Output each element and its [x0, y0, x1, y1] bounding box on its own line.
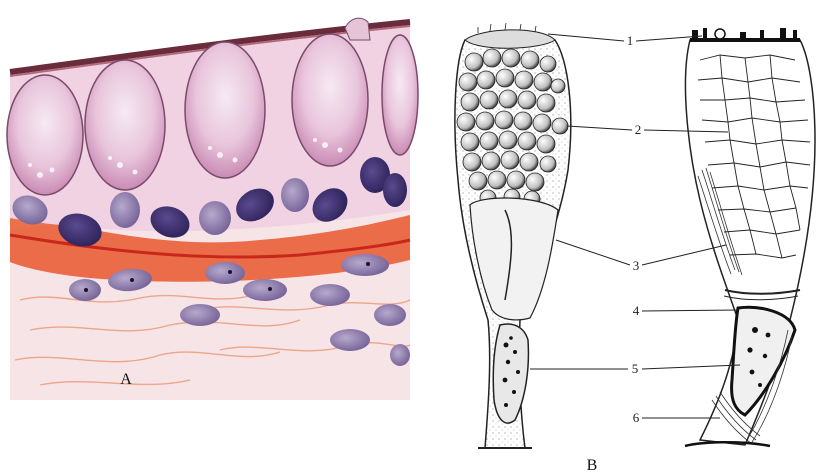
panel-b-goblet-cell-right	[685, 28, 815, 446]
panel-a-illustration	[7, 18, 418, 400]
callout-2: 2	[635, 122, 642, 137]
callout-6: 6	[633, 410, 640, 425]
panel-b-goblet-cell-left	[455, 23, 571, 448]
panel-b-label: B	[587, 457, 598, 474]
panel-a-label: A	[120, 371, 132, 388]
callout-1: 1	[627, 33, 634, 48]
callout-5: 5	[632, 361, 639, 376]
callout-4: 4	[633, 303, 640, 318]
callout-3: 3	[633, 258, 640, 273]
